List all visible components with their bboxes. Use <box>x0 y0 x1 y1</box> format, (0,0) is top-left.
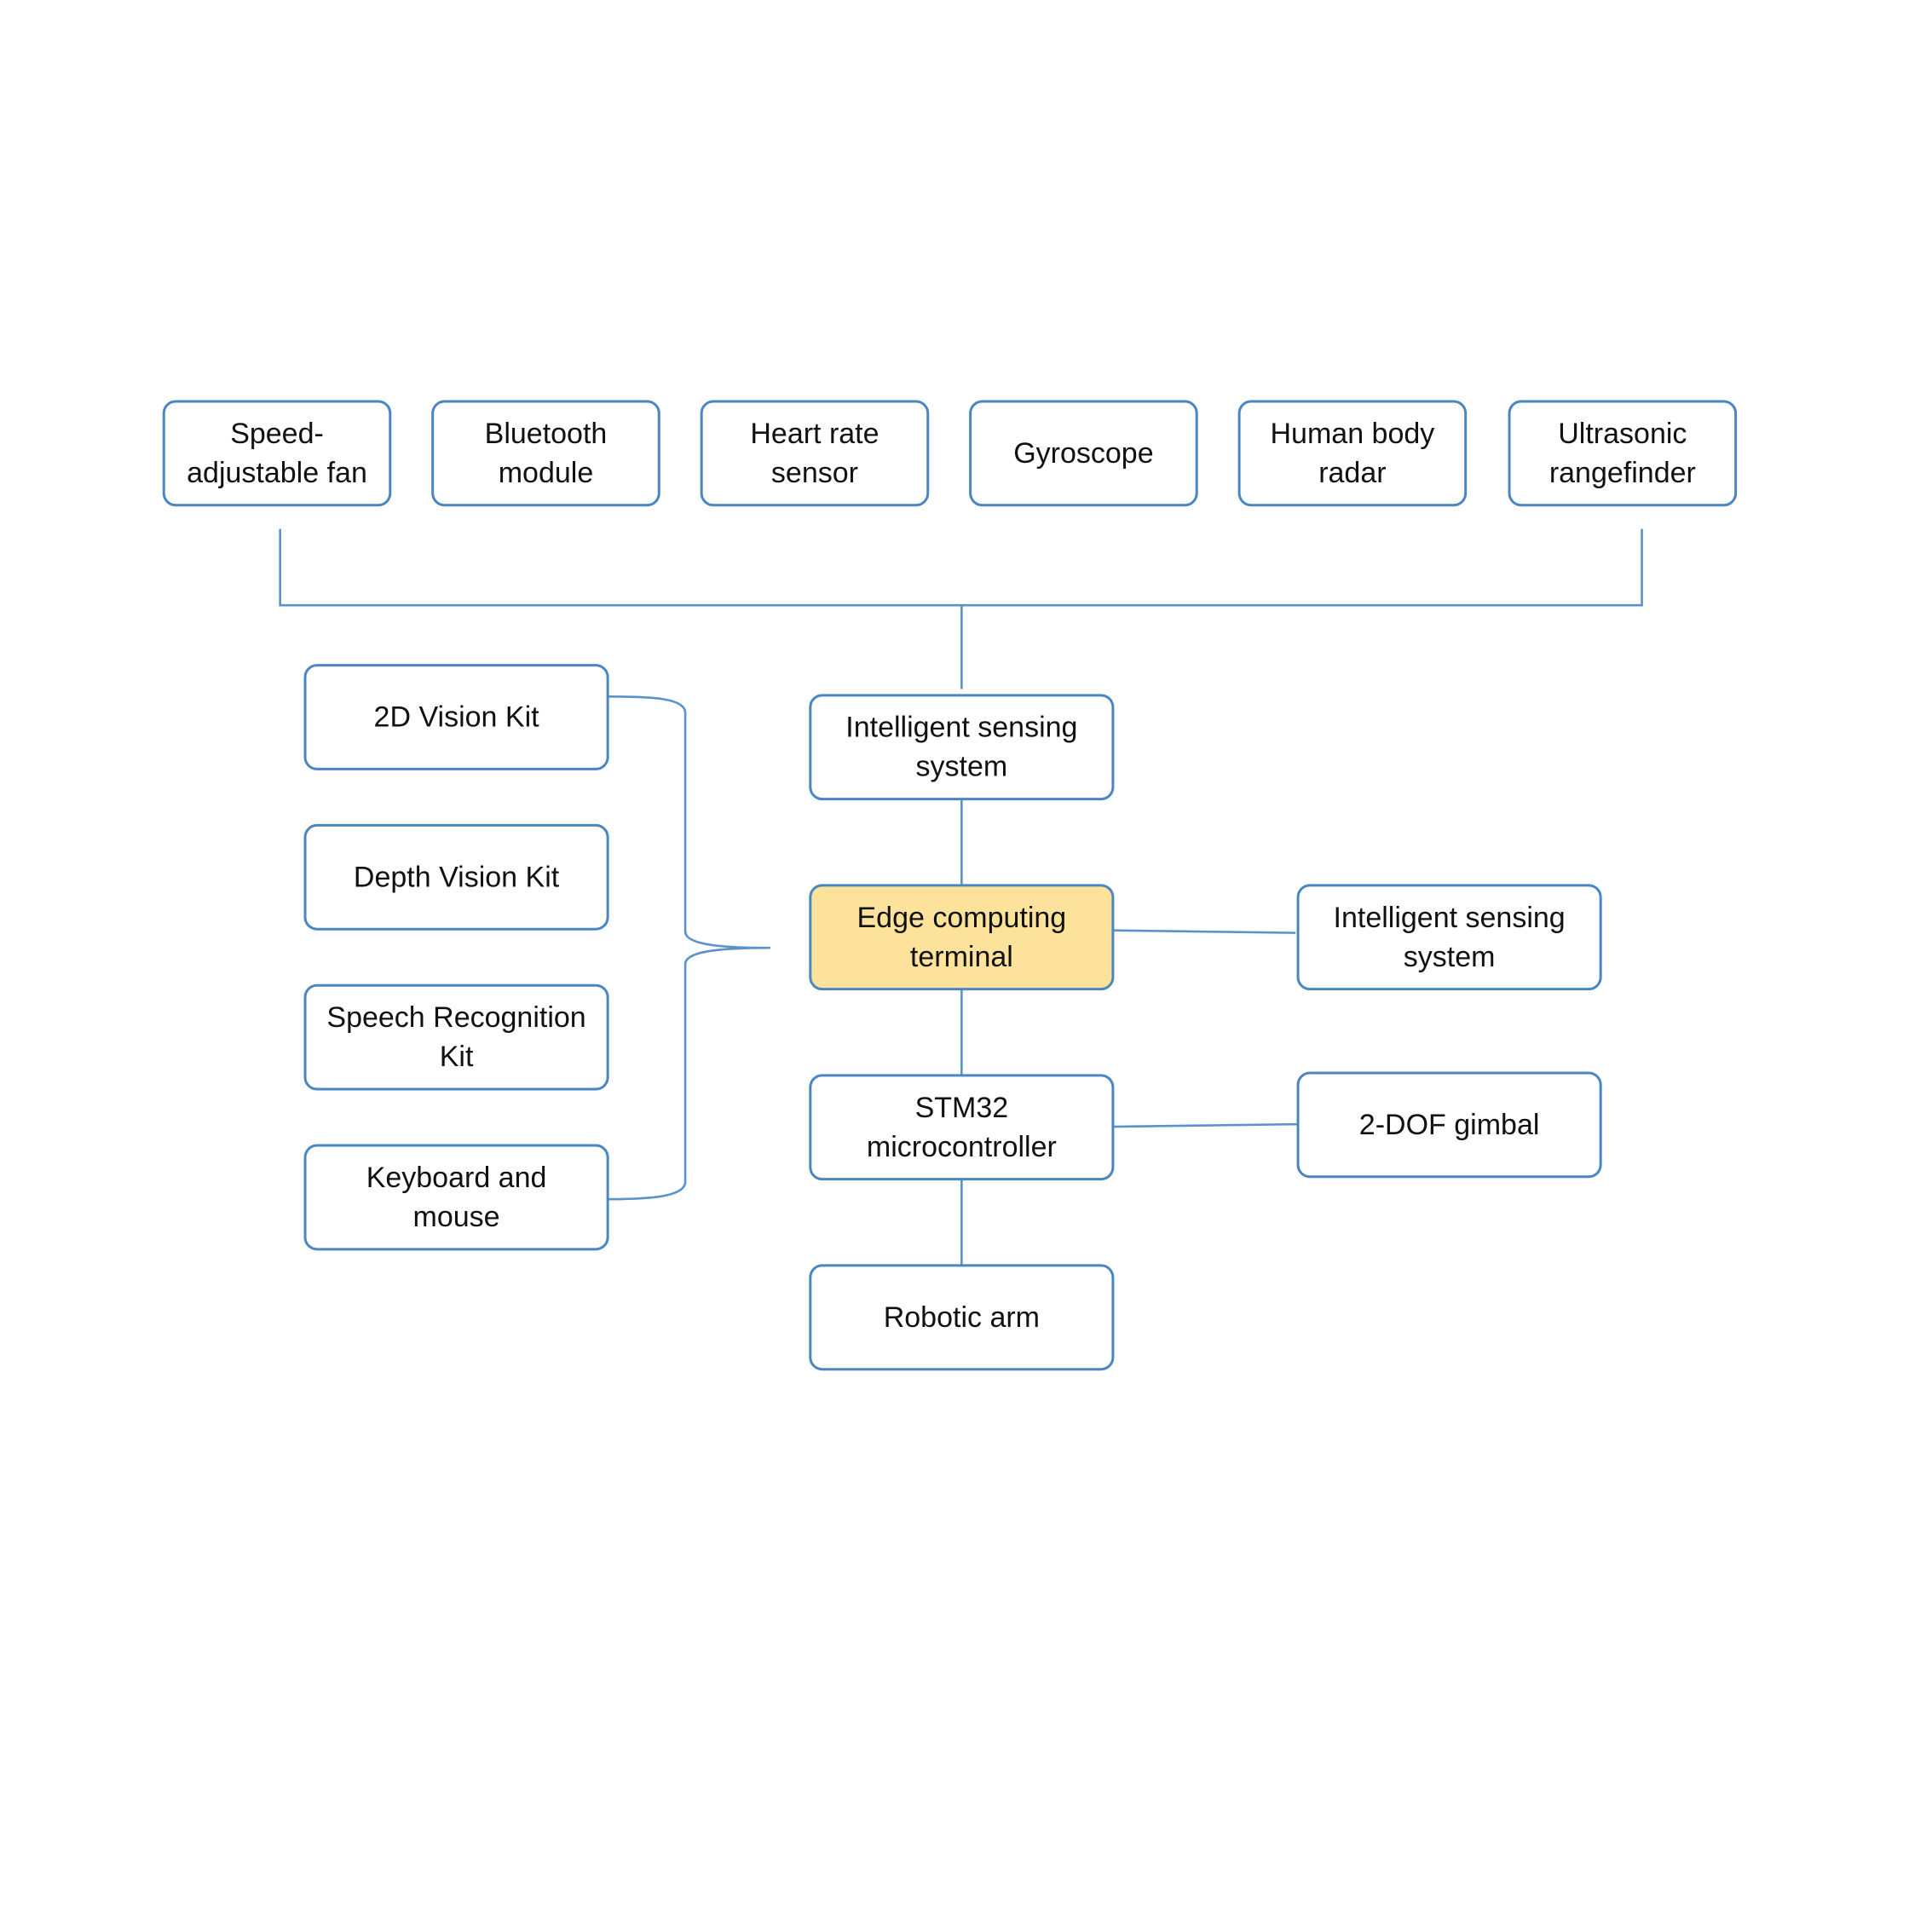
node-label: module <box>499 457 594 489</box>
node-label: terminal <box>910 941 1013 973</box>
node-vision-2d: 2D Vision Kit <box>303 664 609 770</box>
connectors <box>279 528 1643 1266</box>
node-box <box>303 664 609 770</box>
node-sensing-right: Intelligent sensing system <box>1296 884 1602 991</box>
node-ultrasonic: Ultrasonic rangefinder <box>1508 400 1738 507</box>
node-box <box>303 983 609 1091</box>
node-box <box>1296 884 1602 991</box>
node-box <box>700 400 930 507</box>
node-label: Kit <box>440 1041 474 1073</box>
node-label: sensor <box>771 457 858 489</box>
node-gimbal: 2-DOF gimbal <box>1296 1071 1602 1179</box>
node-box <box>1237 400 1468 507</box>
node-label: Heart rate <box>750 418 879 450</box>
node-robotic-arm: Robotic arm <box>809 1264 1115 1371</box>
node-label: Speed- <box>230 418 324 450</box>
node-box <box>809 694 1115 801</box>
node-box <box>809 1264 1115 1371</box>
node-sensing-top: Intelligent sensing system <box>809 694 1115 801</box>
node-gyroscope: Gyroscope <box>969 400 1198 507</box>
node-speed-fan: Speed-adjustable fan <box>162 400 392 507</box>
node-box <box>809 1074 1115 1181</box>
node-stm32: STM32 microcontroller <box>809 1074 1115 1181</box>
node-label: Intelligent sensing <box>845 712 1077 744</box>
node-label: Speech Recognition <box>326 1001 585 1034</box>
node-label: system <box>916 751 1008 783</box>
node-box <box>969 400 1198 507</box>
node-label: 2D Vision Kit <box>374 701 540 734</box>
node-label: Human body <box>1271 418 1435 450</box>
connector-edge-to-sensing-right <box>1112 929 1296 934</box>
node-box <box>1508 400 1738 507</box>
node-label: Intelligent sensing <box>1334 902 1566 934</box>
node-label: Gyroscope <box>1013 437 1153 470</box>
node-box <box>162 400 392 507</box>
node-box <box>809 884 1115 991</box>
node-label: 2-DOF gimbal <box>1359 1109 1540 1141</box>
node-edge-terminal: Edge computing terminal <box>809 884 1115 991</box>
node-keyboard-mouse: Keyboard and mouse <box>303 1144 609 1251</box>
node-box <box>303 1144 609 1251</box>
node-label: rangefinder <box>1549 457 1696 489</box>
node-label: mouse <box>413 1201 500 1233</box>
node-label: microcontroller <box>867 1131 1057 1163</box>
node-label: Depth Vision Kit <box>354 861 560 893</box>
node-label: STM32 <box>915 1092 1009 1124</box>
node-heart-rate: Heart rate sensor <box>700 400 930 507</box>
node-label: Bluetooth <box>485 418 608 450</box>
node-label: Robotic arm <box>884 1301 1040 1334</box>
node-bluetooth: Bluetooth module <box>431 400 660 507</box>
node-box <box>431 400 660 507</box>
node-box <box>1296 1071 1602 1179</box>
node-label: Edge computing <box>856 902 1066 934</box>
nodes: Speed-adjustable fan Bluetooth module Heart… <box>162 400 1738 1371</box>
connector-brace <box>608 695 770 1201</box>
node-label: Keyboard and <box>366 1162 547 1194</box>
node-label: radar <box>1318 457 1386 489</box>
node-label: adjustable fan <box>187 457 367 489</box>
node-human-radar: Human body radar <box>1237 400 1468 507</box>
connector-top-bus <box>279 528 1643 607</box>
node-label: system <box>1404 941 1496 973</box>
node-label: Ultrasonic <box>1558 418 1687 450</box>
connector-stm32-to-gimbal <box>1112 1122 1299 1128</box>
node-box <box>303 823 609 931</box>
node-depth-vision: Depth Vision Kit <box>303 823 609 931</box>
